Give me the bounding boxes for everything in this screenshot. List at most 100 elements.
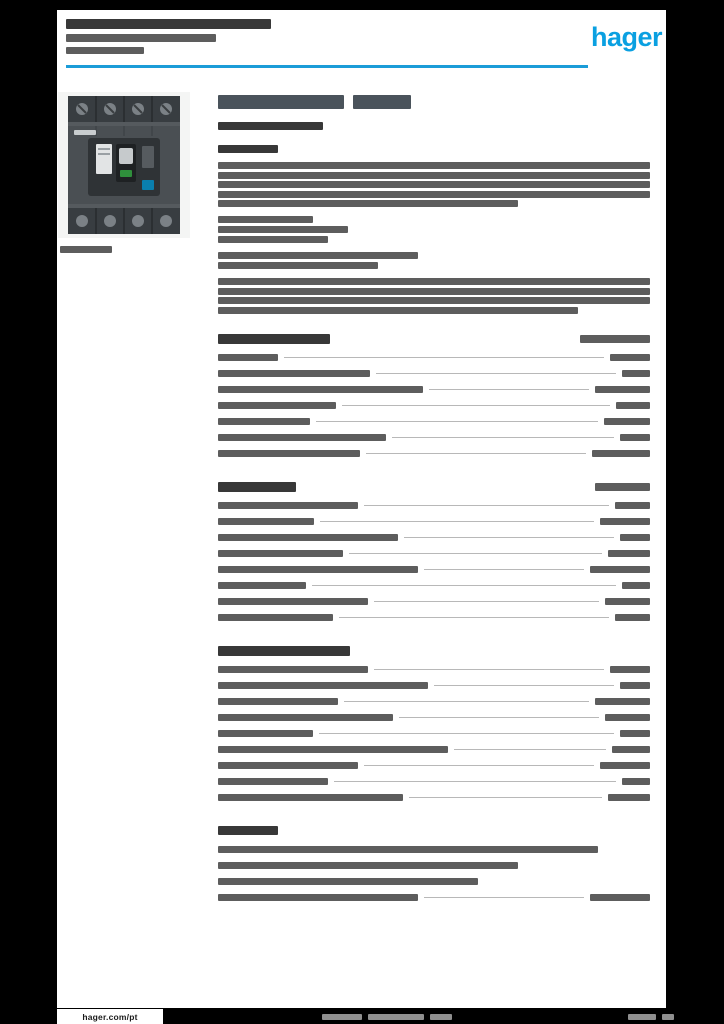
dotted-leader [424,569,584,570]
redacted-text-line [218,582,306,589]
redacted-text-line [595,698,650,705]
spec-row [218,350,650,366]
redacted-text-line [368,1014,424,1020]
redacted-text-line [622,582,650,589]
document-title-block [66,19,271,59]
redacted-text-line [218,190,650,198]
redacted-text-line [218,297,650,304]
dotted-leader [376,373,616,374]
redacted-text-line [218,402,336,409]
dotted-leader [429,389,589,390]
page-subheading [218,122,650,130]
redacted-text-line [218,614,333,621]
dotted-leader [374,601,599,602]
dotted-leader [364,505,609,506]
spec-section [218,642,650,806]
redacted-text-line [218,826,278,835]
redacted-text-line [218,502,358,509]
redacted-text-line [612,746,650,753]
redacted-text-line [218,434,386,441]
redacted-text-line [628,1014,656,1020]
dotted-leader [316,421,598,422]
spec-section [218,822,650,906]
redacted-text-line [218,145,278,153]
redacted-text-line [353,95,411,109]
dotted-leader [349,553,602,554]
spec-row [218,366,650,382]
redacted-text-line [595,386,650,393]
redacted-text-line [662,1014,674,1020]
dotted-leader [319,733,614,734]
redacted-text-line [218,778,328,785]
redacted-text-line [218,262,378,269]
spec-row [218,514,650,530]
redacted-text-line [218,846,598,853]
redacted-text-line [218,181,650,188]
redacted-text-line [604,418,650,425]
redacted-text-line [218,645,350,656]
redacted-text-line [218,698,338,705]
redacted-text-line [218,550,343,557]
dotted-leader [342,405,610,406]
redacted-text-line [322,1014,362,1020]
spec-row [218,446,650,462]
footer-band [0,1008,724,1024]
text-block-head [218,145,650,153]
hager-logo: hager [590,22,663,52]
redacted-text-line [218,878,478,885]
dotted-leader [434,685,614,686]
spec-row [218,742,650,758]
redacted-text-line [610,666,650,673]
dotted-leader [404,537,614,538]
redacted-text-line [616,402,650,409]
redacted-text-line [615,502,650,509]
dotted-leader [454,749,606,750]
redacted-text-line [218,333,330,344]
redacted-text-line [622,370,650,377]
redacted-text-line [615,614,650,621]
header-divider-rule [66,65,588,68]
spec-row [218,610,650,626]
spec-row [218,414,650,430]
redacted-text-line [590,894,650,901]
redacted-text-line [60,246,112,253]
redacted-text-line [218,354,278,361]
section-title-row [218,478,650,496]
redacted-text-line [218,518,314,525]
redacted-text-line [218,746,448,753]
redacted-text-line [620,682,650,689]
redacted-text-line [218,252,418,259]
spec-section [218,478,650,626]
redacted-text-line [620,730,650,737]
text-block-list [218,252,650,269]
redacted-text-line [66,47,144,54]
redacted-text-line [218,682,428,689]
redacted-text-line [218,730,313,737]
spec-row [218,562,650,578]
redacted-text-line [218,122,323,130]
redacted-text-line [218,287,650,295]
redacted-text-line [218,418,310,425]
footer-site-link[interactable]: hager.com/pt [82,1011,138,1022]
redacted-text-line [218,566,418,573]
redacted-text-line [620,434,650,441]
redacted-text-line [592,450,650,457]
redacted-text-line [218,386,423,393]
dotted-leader [344,701,589,702]
redacted-text-line [595,482,650,491]
dotted-leader [334,781,616,782]
redacted-text-line [610,354,650,361]
redacted-text-line [218,894,418,901]
spec-row [218,790,650,806]
redacted-text-line [218,236,328,243]
dotted-leader [339,617,609,618]
section-title-row [218,330,650,348]
spec-row [218,858,650,874]
redacted-text-line [608,550,650,557]
redacted-text-line [600,762,650,769]
document-title-primary [66,19,271,29]
redacted-text-line [218,598,368,605]
spec-row [218,578,650,594]
spec-row [218,710,650,726]
